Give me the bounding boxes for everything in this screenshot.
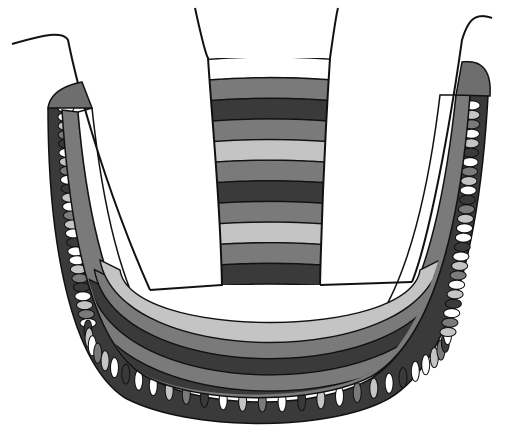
- bead: [462, 167, 478, 176]
- bead: [411, 361, 419, 381]
- bead: [399, 368, 407, 388]
- bead: [459, 195, 475, 204]
- bead: [460, 186, 476, 195]
- bead: [458, 214, 474, 223]
- bead: [453, 252, 469, 261]
- bead: [122, 364, 130, 384]
- bead: [353, 383, 361, 403]
- bead: [78, 310, 94, 319]
- bead: [73, 283, 89, 292]
- bead: [459, 205, 475, 214]
- bead: [422, 355, 430, 375]
- bead: [450, 271, 466, 280]
- bead: [75, 292, 91, 301]
- bead: [445, 299, 461, 308]
- bead: [442, 318, 458, 327]
- bead: [370, 378, 378, 398]
- bead: [452, 261, 468, 270]
- bead: [449, 280, 465, 289]
- bead: [454, 243, 470, 252]
- bead: [444, 309, 460, 318]
- bead: [462, 158, 478, 167]
- bead: [101, 351, 109, 371]
- bead: [455, 233, 471, 242]
- bead: [440, 328, 456, 337]
- bead: [94, 343, 102, 363]
- bead: [385, 373, 393, 393]
- bead: [447, 290, 463, 299]
- bead: [457, 224, 473, 233]
- bead: [77, 301, 93, 310]
- bead: [461, 177, 477, 186]
- bead: [111, 358, 119, 378]
